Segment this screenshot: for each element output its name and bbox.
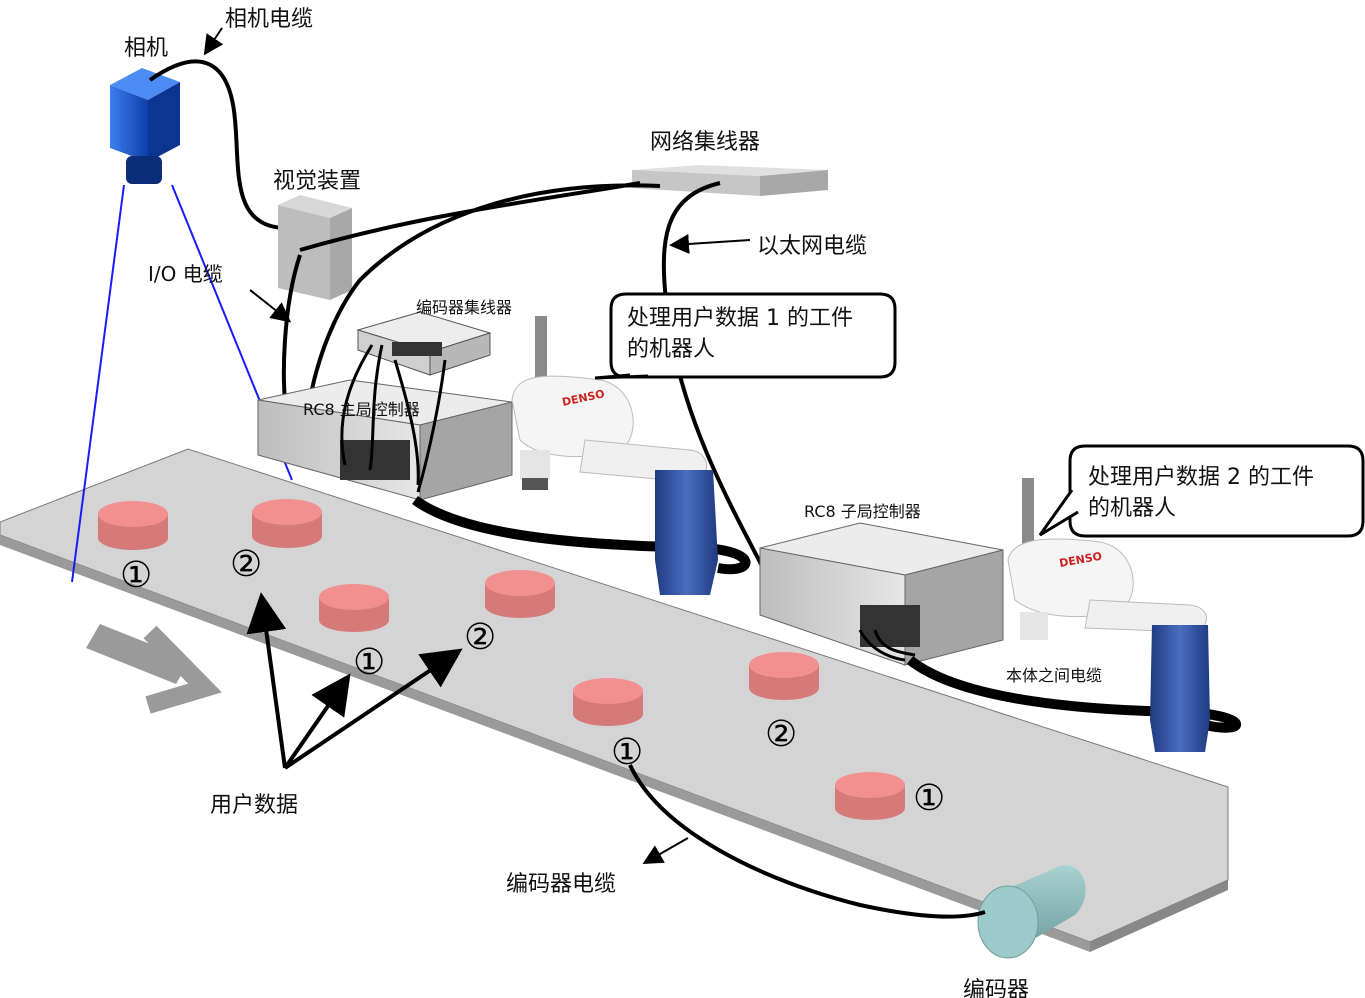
workpiece xyxy=(573,678,643,726)
workpiece-marker: ① xyxy=(611,732,643,773)
workpiece xyxy=(252,499,322,548)
robot-2-callout-line2: 的机器人 xyxy=(1088,496,1177,521)
workpiece xyxy=(749,652,819,700)
vision-device xyxy=(278,195,352,300)
camera-cable-label: 相机电缆 xyxy=(225,7,314,32)
rc8-master-label: RC8 主局控制器 xyxy=(303,400,420,419)
inter-cable-label: 本体之间电缆 xyxy=(1006,666,1103,685)
slave-controller-cables xyxy=(858,629,916,662)
rc8-master-controller xyxy=(257,379,513,501)
workpiece xyxy=(835,772,905,820)
encoder xyxy=(977,865,1086,959)
camera-cable xyxy=(148,59,291,231)
rc8-slave-controller xyxy=(759,522,1004,666)
flow-direction-arrow xyxy=(86,624,222,714)
robot-2-callout xyxy=(1038,444,1365,538)
robot-1-callout xyxy=(594,292,897,380)
encoder-hub xyxy=(356,311,492,376)
io-cable-label: I/O 电缆 xyxy=(148,262,223,286)
encoder-cable xyxy=(628,764,986,919)
network-hub xyxy=(632,165,828,196)
workpiece-markers: ① ② ① ② ① ② ① xyxy=(120,544,945,819)
workpiece-marker: ② xyxy=(765,714,797,755)
user-data-label: 用户数据 xyxy=(210,793,299,818)
rc8-slave-label: RC8 子局控制器 xyxy=(804,502,921,521)
workpiece-marker: ② xyxy=(230,544,262,585)
workpiece xyxy=(319,584,389,632)
encoder-hub-label: 编码器集线器 xyxy=(416,298,513,317)
vision-device-label: 视觉装置 xyxy=(273,169,362,194)
robot-1-callout-line2: 的机器人 xyxy=(627,337,716,362)
workpiece xyxy=(485,570,555,618)
robot-2-callout-line1: 处理用户数据 2 的工件 xyxy=(1088,465,1314,490)
robot-1-callout-line1: 处理用户数据 1 的工件 xyxy=(627,306,853,331)
encoder-label: 编码器 xyxy=(963,978,1030,998)
workpiece-marker: ① xyxy=(120,555,152,596)
workpiece xyxy=(98,501,168,550)
encoder-hub-cables xyxy=(340,344,447,493)
robot-2-callout-text: 处理用户数据 2 的工件 的机器人 xyxy=(1088,462,1314,524)
camera-label: 相机 xyxy=(124,36,169,61)
user-data-arrows xyxy=(246,592,463,770)
workpiece-marker: ① xyxy=(913,778,945,819)
robot-1-callout-text: 处理用户数据 1 的工件 的机器人 xyxy=(627,303,853,365)
workpiece-marker: ① xyxy=(353,642,385,683)
camera xyxy=(110,68,180,184)
robot-2 xyxy=(1007,478,1210,752)
robot-1 xyxy=(511,316,718,595)
network-hub-label: 网络集线器 xyxy=(650,130,761,155)
workpieces xyxy=(98,499,905,820)
workpiece-marker: ② xyxy=(464,617,496,658)
encoder-cable-label: 编码器电缆 xyxy=(506,872,617,897)
ethernet-cable-label: 以太网电缆 xyxy=(757,234,868,259)
